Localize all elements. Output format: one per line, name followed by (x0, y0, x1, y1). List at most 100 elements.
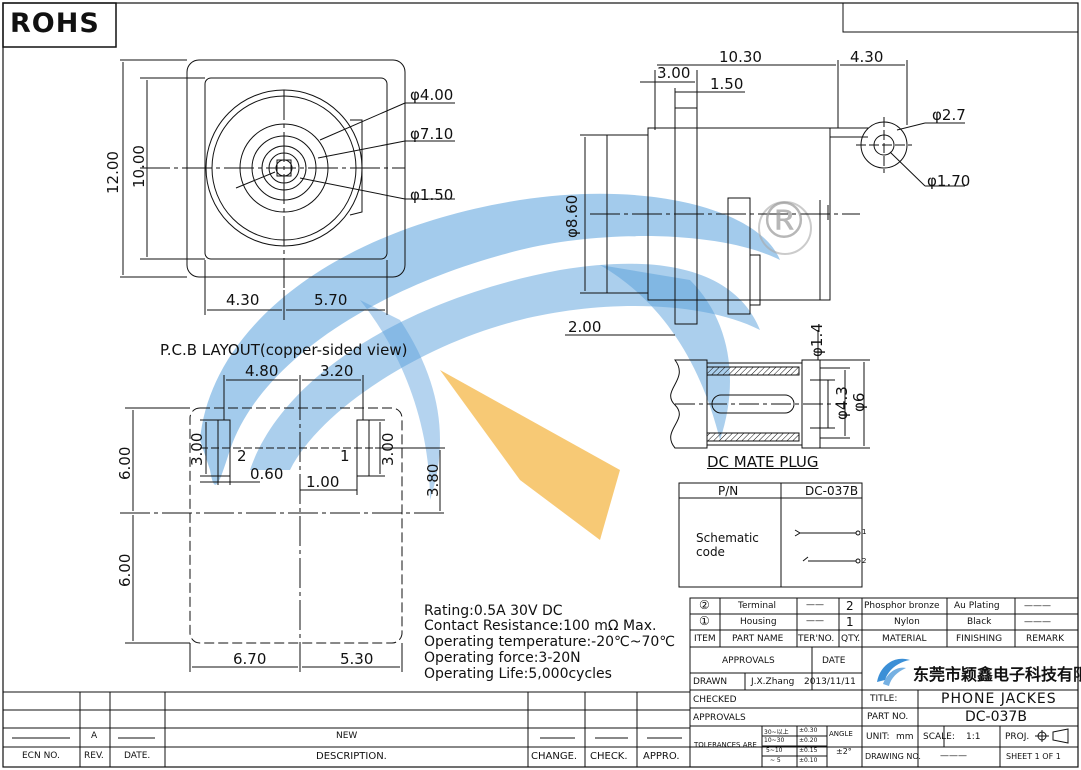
bom-row-2-finishing: Black (967, 617, 992, 627)
dim-plug-phi-1-4: φ1.4 (808, 323, 826, 357)
schematic-code-label-2: code (696, 545, 725, 559)
dim-height-12-00: 12.00 (104, 151, 122, 194)
dim-pcb-6-00-top: 6.00 (116, 446, 134, 480)
tol-row-3-range: 5~10 (766, 747, 783, 754)
tol-row-4-value: ±0.10 (799, 757, 818, 764)
scale-value: 1:1 (966, 732, 981, 742)
approvals-heading: APPROVALS (722, 656, 775, 666)
pcb-layout-title: P.C.B LAYOUT(copper-sided view) (160, 341, 408, 359)
dim-pcb-6-00-bottom: 6.00 (116, 553, 134, 587)
drawn-label: DRAWN (693, 677, 728, 687)
dim-pcb-0-60: 0.60 (250, 465, 284, 483)
revision-grid (3, 691, 690, 767)
front-view (120, 59, 455, 320)
dim-pcb-5-30: 5.30 (340, 650, 374, 668)
sheet-label: SHEET 1 OF 1 (1006, 752, 1061, 761)
bom-header-item: ITEM (694, 634, 716, 644)
pad-1-label: 1 (340, 447, 350, 465)
dim-height-10-00: 10.00 (130, 145, 148, 188)
dim-phi-4-00: φ4.00 (410, 86, 454, 104)
dim-phi-1-70: φ1.70 (927, 172, 971, 190)
dim-pcb-6-70: 6.70 (233, 650, 267, 668)
pn-value: DC-037B (805, 484, 859, 498)
dim-plug-phi-4-3: φ4.3 (833, 386, 851, 420)
schematic-box (678, 482, 863, 588)
tolerances-label: TOLERANCES ARE (694, 741, 757, 749)
schematic-code-label-1: Schematic (696, 531, 759, 545)
approvals-label: APPROVALS (693, 713, 746, 723)
dim-bottom-4-30: 4.30 (226, 291, 260, 309)
tol-row-2-range: 10~30 (764, 737, 785, 744)
dim-pcb-4-80: 4.80 (245, 362, 279, 380)
bom-row-1-finishing: Au Plating (954, 601, 1000, 611)
bom-row-2-part: Housing (740, 617, 777, 627)
bom-row-1-remark: ——— (1024, 601, 1051, 611)
rohs-label: ROHS (10, 8, 100, 39)
title-value: PHONE JACKES (941, 691, 1057, 707)
bom-header-remark: REMARK (1026, 634, 1065, 644)
rev-header-change: CHANGE. (531, 751, 578, 762)
pad-2-label: 2 (237, 447, 247, 465)
unit-label: UNIT: (866, 732, 890, 742)
tol-row-2-value: ±0.20 (799, 737, 818, 744)
bom-header-part: PART NAME (732, 634, 784, 644)
part-no-value: DC-037B (965, 709, 1027, 725)
tol-row-4-range: ~ 5 (770, 757, 781, 764)
tol-row-1-range: 30~以上 (764, 729, 789, 736)
bom-row-1-item: ② (699, 598, 710, 612)
rev-header-date: DATE. (124, 751, 151, 761)
rev-header-appro: APPRO. (643, 751, 680, 762)
drawing-no-label: DRAWING NO. (865, 752, 921, 761)
spec-contact-resistance: Contact Resistance:100 mΩ Max. (424, 618, 657, 634)
dim-pcb-3-80: 3.80 (424, 463, 442, 497)
tol-row-3-value: ±0.15 (799, 747, 818, 754)
bom-row-2-remark: ——— (1024, 617, 1051, 627)
rev-row-a: A (91, 731, 98, 741)
bom-header-ter: TER'NO. (798, 634, 835, 644)
dim-phi-7-10: φ7.10 (410, 125, 454, 143)
unit-value: mm (896, 732, 914, 742)
registered-mark: ® (759, 192, 809, 250)
dim-length-3-00: 3.00 (657, 64, 691, 82)
angle-value: ±2° (836, 747, 852, 756)
drawing-no-value: ——— (940, 751, 967, 761)
dim-bottom-5-70: 5.70 (314, 291, 348, 309)
title-label: TITLE: (870, 694, 898, 704)
bom-row-2-ter: —— (806, 616, 824, 626)
dim-phi-8-60: φ8.60 (563, 194, 581, 238)
bom-row-1-ter: —— (806, 600, 824, 610)
bom-row-2-item: ① (699, 614, 710, 628)
tol-row-1-value: ±0.30 (799, 727, 818, 734)
bom-row-1-material: Phosphor bronze (864, 601, 940, 611)
dim-phi-1-50: φ1.50 (410, 186, 454, 204)
side-view (565, 60, 965, 336)
mate-plug-drawing (670, 330, 870, 449)
rev-header-description: DESCRIPTION. (316, 751, 387, 762)
bom-header-material: MATERIAL (882, 634, 927, 644)
bom-header-qty: QTY. (841, 634, 861, 644)
dim-pcb-1-00: 1.00 (306, 473, 340, 491)
rev-row-new: NEW (336, 731, 358, 741)
dim-length-4-30: 4.30 (850, 48, 884, 66)
dim-pcb-3-20: 3.20 (320, 362, 354, 380)
bom-row-1-qty: 2 (846, 599, 854, 613)
schematic-pin-1: 1 (862, 528, 867, 536)
dim-pad-3-00-right: 3.00 (379, 432, 397, 466)
bom-row-2-material: Nylon (894, 617, 920, 627)
spec-operating-temperature: Operating temperature:-20℃~70℃ (424, 634, 676, 650)
pn-label: P/N (718, 484, 739, 498)
company-name: 东莞市颖鑫电子科技有限公司 (913, 665, 1081, 684)
mate-plug-title: DC MATE PLUG (707, 453, 819, 471)
drawn-by: J.X.Zhang (751, 677, 795, 687)
date-heading: DATE (822, 656, 846, 666)
angle-label: ANGLE (829, 730, 853, 738)
checked-label: CHECKED (693, 695, 737, 705)
rev-header-check: CHECK. (590, 751, 628, 762)
spec-rating: Rating:0.5A 30V DC (424, 603, 563, 619)
dim-length-10-30: 10.30 (719, 48, 762, 66)
dim-pad-3-00-left: 3.00 (188, 432, 206, 466)
pcb-layout (120, 375, 445, 672)
proj-label: PROJ. (1005, 732, 1030, 742)
dim-length-2-00: 2.00 (568, 318, 602, 336)
